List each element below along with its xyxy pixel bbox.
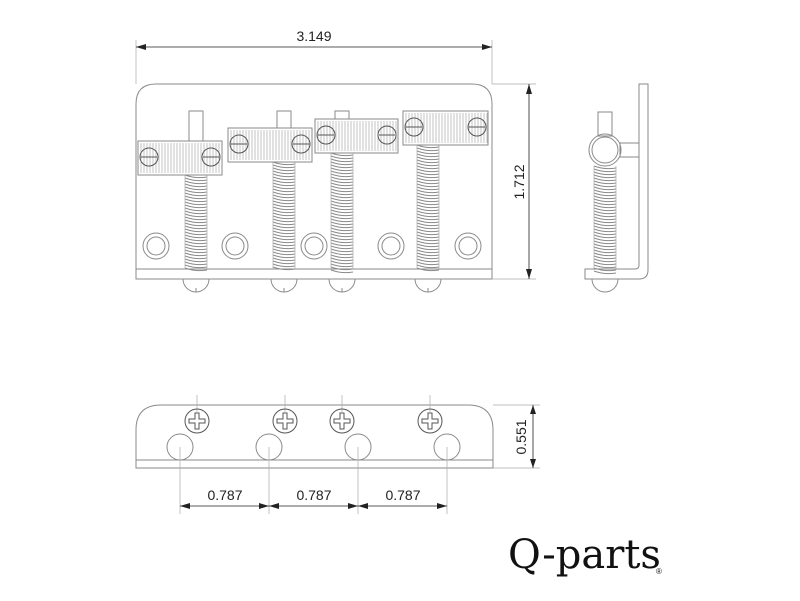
side-view <box>584 83 649 293</box>
height-screw-icon <box>377 125 397 145</box>
base-height-label: 0.551 <box>513 419 529 454</box>
saddle-post <box>276 110 292 129</box>
height-screw-icon <box>291 134 311 154</box>
logo-registered: ® <box>656 567 662 576</box>
width-dimension: 3.149 <box>135 28 493 84</box>
saddle-knurl <box>230 130 310 160</box>
phillips-screw-icon <box>272 408 298 434</box>
height-screw-icon <box>201 147 221 167</box>
side-saddle-barrel <box>588 133 622 167</box>
spacing-dimensions: 0.787 0.787 0.787 <box>180 487 447 509</box>
phillips-screw-icon <box>417 408 443 434</box>
dimension-arrow <box>180 503 190 509</box>
width-dimension-label: 3.149 <box>296 28 331 44</box>
saddle-2 <box>227 110 313 293</box>
saddle-1 <box>137 110 223 293</box>
side-bracket <box>584 83 649 280</box>
logo-text: Q-parts <box>508 532 661 578</box>
dimension-arrow <box>437 503 447 509</box>
bottom-view <box>135 395 494 514</box>
height-screw-icon <box>316 125 336 145</box>
dimension-arrow <box>348 503 368 509</box>
top-plate-outline <box>135 83 493 280</box>
top-view <box>135 83 493 293</box>
intonation-screw-head <box>328 278 356 293</box>
spring <box>330 152 354 274</box>
intonation-screw-head <box>414 278 442 293</box>
saddle-3 <box>314 110 399 293</box>
spacing-label-1: 0.787 <box>207 487 242 503</box>
saddle-post <box>334 110 350 120</box>
phillips-screw-icon <box>329 408 355 434</box>
spacing-label-2: 0.787 <box>296 487 331 503</box>
height-screw-icon <box>229 134 249 154</box>
mounting-washer <box>454 232 482 260</box>
mounting-washer <box>142 232 170 260</box>
q-parts-logo: Q-parts ® <box>508 532 662 578</box>
spacing-label-3: 0.787 <box>385 487 420 503</box>
height-dimension: 1.712 <box>492 83 536 280</box>
spring <box>184 174 208 272</box>
bottom-plate-outline <box>135 404 494 469</box>
saddle-barrel <box>137 140 223 176</box>
base-height-dimension: 0.551 <box>493 404 540 469</box>
mounting-washer <box>377 232 405 260</box>
height-screw-icon <box>467 117 487 137</box>
saddle-barrel <box>227 127 313 163</box>
saddle-barrel <box>314 118 399 154</box>
intonation-screw-head <box>270 278 298 293</box>
height-dimension-label: 1.712 <box>511 164 527 199</box>
height-screw-icon <box>139 147 159 167</box>
saddle-knurl <box>405 113 488 143</box>
saddle-knurl <box>140 143 220 173</box>
saddle-barrel <box>402 110 489 146</box>
saddle-knurl <box>317 121 397 151</box>
mounting-washer <box>221 232 249 260</box>
spring <box>416 144 440 272</box>
spring <box>593 165 617 275</box>
saddle-post <box>188 110 204 142</box>
dimension-arrow <box>259 503 279 509</box>
height-screw-icon <box>404 117 424 137</box>
intonation-screw-head <box>182 278 210 293</box>
mounting-washer <box>300 232 328 260</box>
saddle-4 <box>402 110 489 293</box>
phillips-screw-icon <box>184 408 210 434</box>
spring <box>272 161 296 271</box>
